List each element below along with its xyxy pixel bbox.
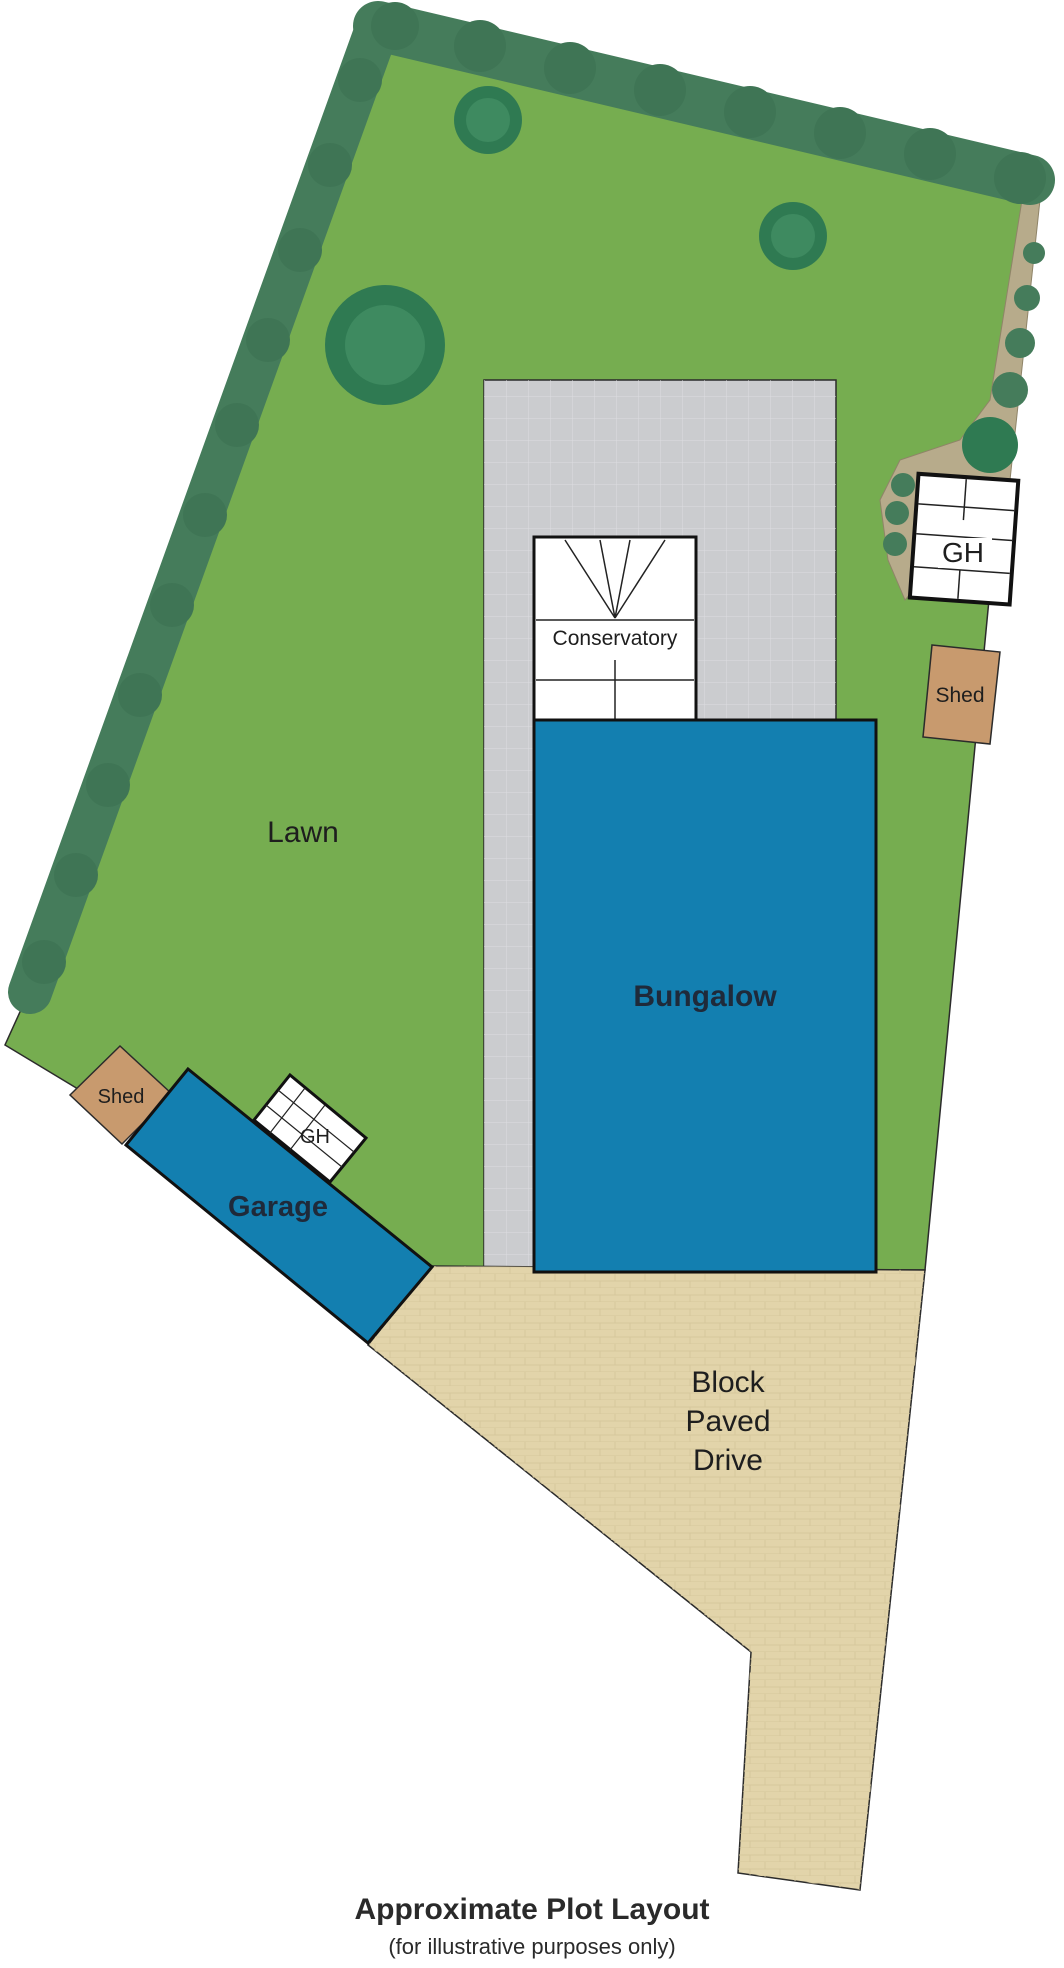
hedge-texture bbox=[22, 2, 1046, 984]
garage bbox=[123, 1066, 435, 1346]
lawn-label: Lawn bbox=[267, 816, 339, 849]
tree-icon bbox=[962, 417, 1018, 473]
garage-label: Garage bbox=[228, 1191, 328, 1223]
bungalow-label: Bungalow bbox=[633, 980, 777, 1013]
drive-label-line2: Paved bbox=[685, 1405, 770, 1438]
drive-label-line3: Drive bbox=[693, 1444, 763, 1477]
shed-left-label: Shed bbox=[98, 1086, 145, 1108]
gh-right-label: GH bbox=[942, 537, 984, 568]
drive-label-line1: Block bbox=[691, 1366, 765, 1399]
gh-left-label: GH bbox=[300, 1126, 330, 1148]
greenhouse-left bbox=[251, 1072, 369, 1185]
plot-layout-title: Approximate Plot Layout bbox=[354, 1893, 710, 1926]
shed-right-label: Shed bbox=[935, 684, 984, 707]
conservatory-label: Conservatory bbox=[553, 627, 678, 650]
shed-right bbox=[922, 644, 1001, 745]
border-shrubs bbox=[883, 242, 1045, 556]
trees bbox=[325, 86, 1018, 473]
plot-layout-subtitle: (for illustrative purposes only) bbox=[388, 1934, 676, 1959]
bungalow bbox=[532, 718, 878, 1274]
